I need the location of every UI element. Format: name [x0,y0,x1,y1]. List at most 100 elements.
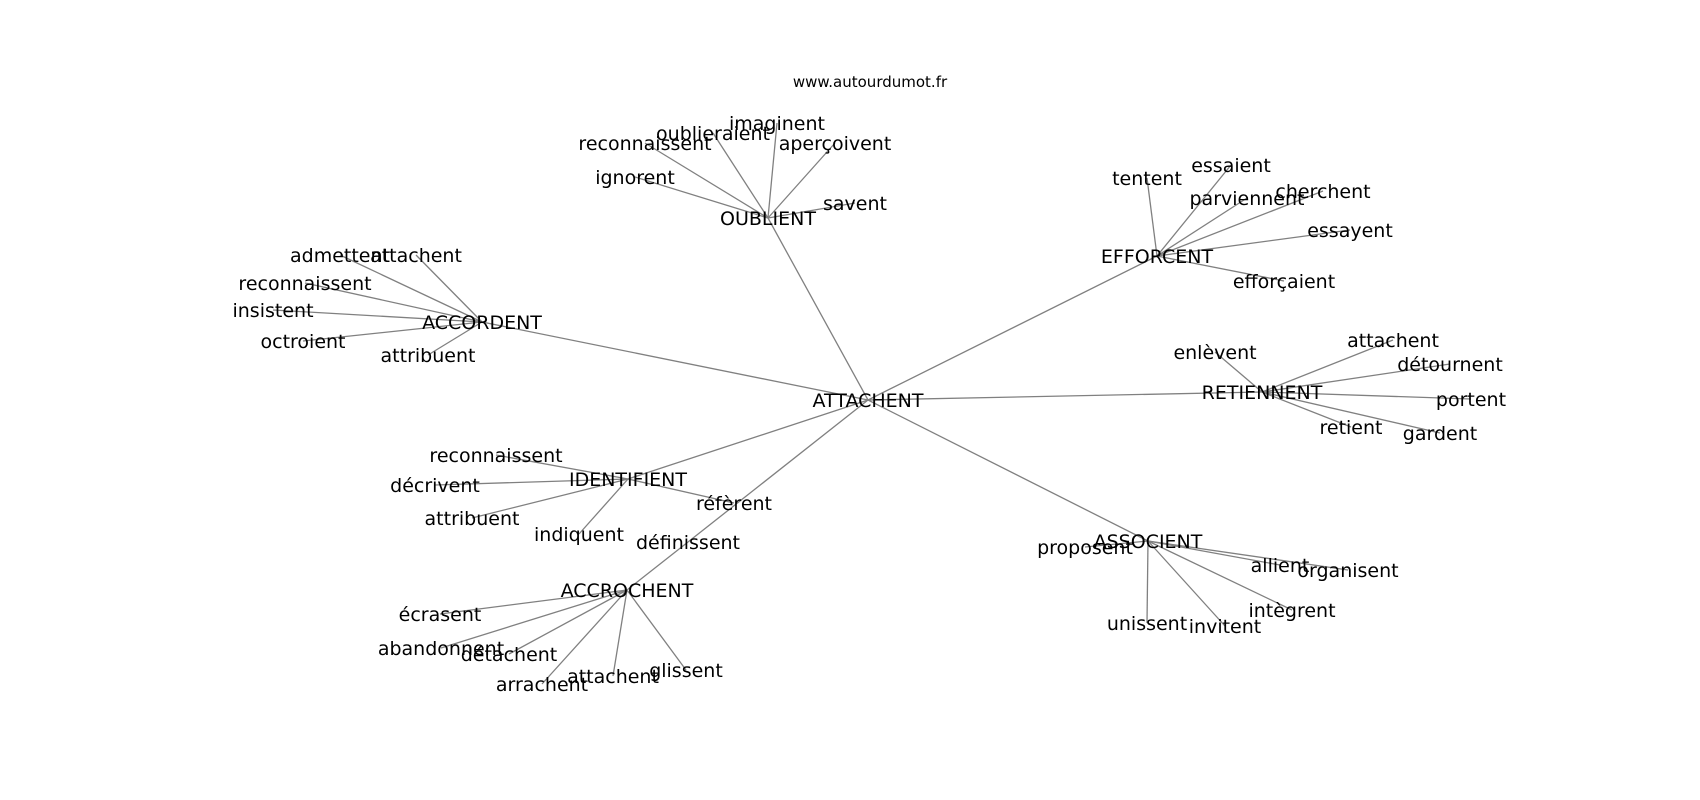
edge-root-definissent [687,399,869,543]
edge-efforcent-word-0 [1146,177,1158,257]
node-root: ATTACHENT [813,390,924,412]
edge-identifient-word-4 [627,478,735,504]
edge-identifient-word-2 [471,478,629,519]
node-efforcent-word-2: parviennent [1190,188,1305,210]
edge-accrochent-word-4 [612,589,628,677]
node-accordent-word-4: octroient [261,331,346,353]
edge-oublient-word-0 [644,142,769,219]
edge-efforcent-word-2 [1156,197,1248,257]
graph-edges [272,122,1472,685]
graph-labels: www.autourdumot.fr ATTACHENT OUBLIENT rec… [232,73,1506,696]
node-associent-word-3: intègrent [1248,600,1335,622]
edge-root-identifient [627,399,869,480]
node-efforcent-word-3: cherchent [1275,181,1370,203]
edge-accordent-word-4 [302,321,483,342]
node-retiennent-word-3: portent [1436,389,1506,411]
watermark-text: www.autourdumot.fr [793,73,948,91]
node-identifient-word-4: réfèrent [696,493,772,515]
node-oublient-word-2: imaginent [729,113,825,135]
node-accordent-word-0: admettent [290,245,390,267]
node-associent-word-0: proposent [1037,537,1133,559]
node-oublient-word-0: reconnaissent [578,133,711,155]
node-accrochent-word-4: attachent [567,666,659,688]
edge-associent-word-4 [1146,540,1149,624]
node-associent-word-1: allient [1251,555,1310,577]
node-retiennent-word-2: détournent [1397,354,1503,376]
node-accrochent-word-5: glissent [649,660,723,682]
node-definissent: définissent [636,532,740,554]
node-associent-word-4: unissent [1107,613,1187,635]
edge-retiennent-word-0 [1214,351,1263,393]
node-identifient-word-0: reconnaissent [429,445,562,467]
node-efforcent-word-4: essayent [1307,220,1393,242]
edge-accordent-word-0 [339,254,483,323]
node-accrochent-word-1: abandonnent [378,638,504,660]
edge-root-efforcent [867,255,1158,401]
edge-associent-word-5 [1147,540,1226,627]
edge-root-accordent [481,321,869,401]
node-accordent-word-1: attachent [370,245,462,267]
node-identifient: IDENTIFIENT [569,469,687,491]
node-associent-word-5: invitent [1189,616,1261,638]
node-identifient-word-3: indiquent [534,524,624,546]
node-efforcent-word-5: efforçaient [1233,271,1335,293]
edge-accrochent-word-1 [440,589,628,649]
node-efforcent: EFFORCENT [1101,246,1214,268]
node-accordent-word-2: reconnaissent [238,273,371,295]
edge-oublient-word-5 [767,202,856,219]
edge-oublient-word-4 [634,176,769,219]
node-associent: ASSOCIENT [1094,531,1203,553]
node-accrochent: ACCROCHENT [561,580,694,602]
node-efforcent-word-0: tentent [1112,168,1182,190]
node-retiennent-word-5: gardent [1403,423,1477,445]
node-retiennent-word-0: enlèvent [1173,342,1256,364]
edge-definissent-accrochent [626,541,689,591]
node-accrochent-word-3: arrachent [496,674,588,696]
edge-oublient-word-1 [712,132,769,219]
edge-accrochent-word-3 [541,589,628,685]
node-identifient-word-1: décrivent [390,475,480,497]
node-retiennent-word-4: retient [1320,417,1383,439]
edge-identifient-word-3 [578,478,629,535]
edge-accrochent-word-2 [508,589,628,655]
edge-associent-word-2 [1147,540,1349,571]
edge-root-associent [867,399,1149,542]
node-oublient-word-3: aperçoivent [779,133,892,155]
edge-efforcent-word-3 [1156,190,1324,257]
node-retiennent-word-1: attachent [1347,330,1439,352]
edge-associent-word-1 [1147,540,1281,566]
edge-identifient-word-0 [495,454,629,480]
node-oublient: OUBLIENT [720,208,816,230]
edge-accordent-word-3 [272,309,483,323]
node-accordent-word-3: insistent [232,300,313,322]
edge-efforcent-word-4 [1156,229,1351,257]
edge-accordent-word-5 [427,321,483,356]
edge-retiennent-word-2 [1261,363,1451,393]
node-accrochent-word-2: détachent [461,644,558,666]
node-associent-word-2: organisent [1297,560,1398,582]
edge-associent-word-0 [1084,540,1149,548]
node-accordent: ACCORDENT [422,312,542,334]
node-retiennent: RETIENNENT [1202,382,1323,404]
node-oublient-word-4: ignorent [595,167,675,189]
edge-root-retiennent [867,391,1263,401]
edge-efforcent-word-5 [1156,255,1285,282]
edge-oublient-word-2 [767,122,778,219]
node-oublient-word-1: oublieraient [656,123,770,145]
node-accrochent-word-0: écrasent [399,604,482,626]
edge-root-oublient [767,217,869,401]
edge-retiennent-word-1 [1261,339,1394,393]
edge-retiennent-word-4 [1261,391,1352,428]
node-accordent-word-5: attribuent [381,345,476,367]
edge-efforcent-word-1 [1156,164,1232,257]
edge-oublient-word-3 [767,142,836,219]
edge-identifient-word-1 [434,478,629,486]
node-identifient-word-2: attribuent [425,508,520,530]
edge-retiennent-word-3 [1261,391,1472,400]
edge-accrochent-word-0 [439,589,628,615]
node-efforcent-word-1: essaient [1191,155,1271,177]
node-oublient-word-5: savent [823,193,887,215]
edge-retiennent-word-5 [1261,391,1441,434]
edge-accrochent-word-5 [626,589,687,671]
